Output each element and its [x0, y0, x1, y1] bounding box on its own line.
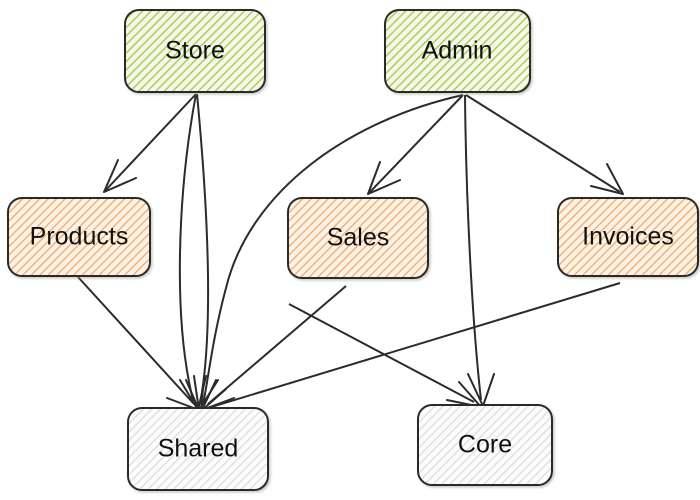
edge-admin-sales [367, 94, 464, 195]
node-sales[interactable]: Sales [287, 197, 429, 279]
node-core[interactable]: Core [417, 404, 553, 486]
node-admin[interactable]: Admin [384, 9, 531, 93]
edge-sales-shared [201, 285, 347, 411]
edge-admin-core [464, 94, 495, 407]
edge-store-products [103, 93, 197, 193]
node-store[interactable]: Store [124, 9, 266, 93]
edge-invoices-shared [200, 282, 621, 425]
edge-sales-core [288, 303, 482, 408]
node-shared[interactable]: Shared [127, 407, 269, 491]
node-invoices[interactable]: Invoices [557, 197, 699, 277]
node-products[interactable]: Products [7, 197, 151, 277]
nodes-layer: Store Admin Products Sales Invoices Shar [7, 9, 699, 491]
edge-admin-invoices [465, 94, 624, 195]
edge-store-shared-b [193, 93, 219, 411]
